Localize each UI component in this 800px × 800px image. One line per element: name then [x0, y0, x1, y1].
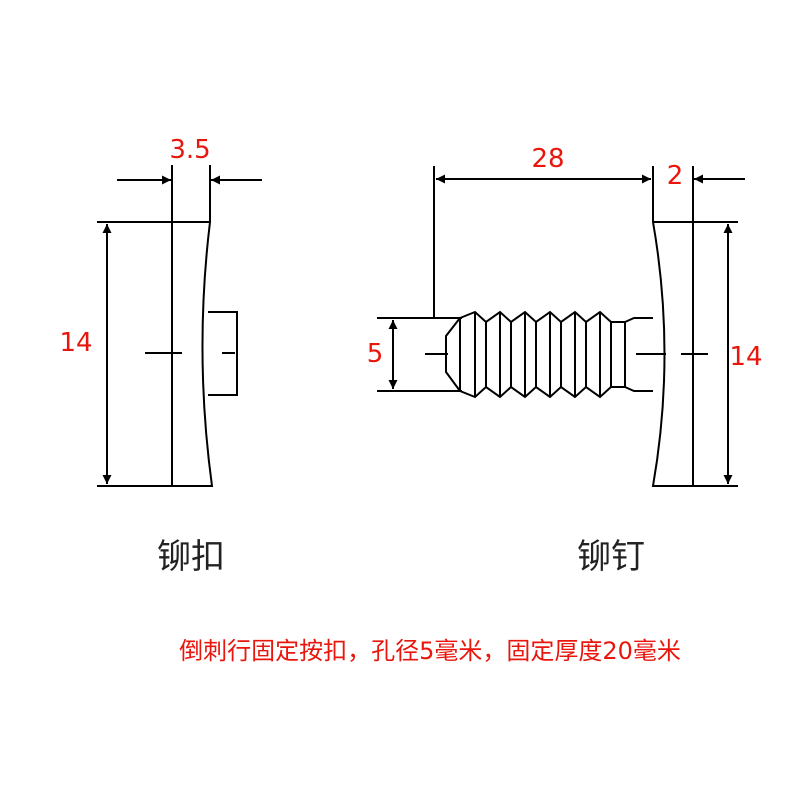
clip-drawing [97, 165, 262, 487]
rivet-head-height-label: 14 [729, 342, 762, 372]
clip-height-label: 14 [59, 328, 92, 358]
rivet-thread-top [459, 310, 625, 324]
clip-thickness-label: 3.5 [169, 135, 210, 165]
rivet-shank [445, 310, 653, 399]
rivet-length-label: 28 [531, 144, 564, 174]
caption: 倒刺行固定按扣，孔径5毫米，固定厚度20毫米 [179, 637, 681, 665]
rivet-drawing-group [377, 166, 745, 487]
clip-stem [208, 311, 238, 396]
rivet-diameter-label: 5 [367, 339, 384, 369]
rivet-head [651, 221, 694, 487]
rivet-thread-bottom [459, 385, 625, 399]
rivet-title: 铆钉 [577, 537, 645, 577]
rivet-head-thickness-label: 2 [667, 161, 684, 191]
clip-head [172, 221, 214, 487]
clip-title: 铆扣 [157, 537, 225, 577]
